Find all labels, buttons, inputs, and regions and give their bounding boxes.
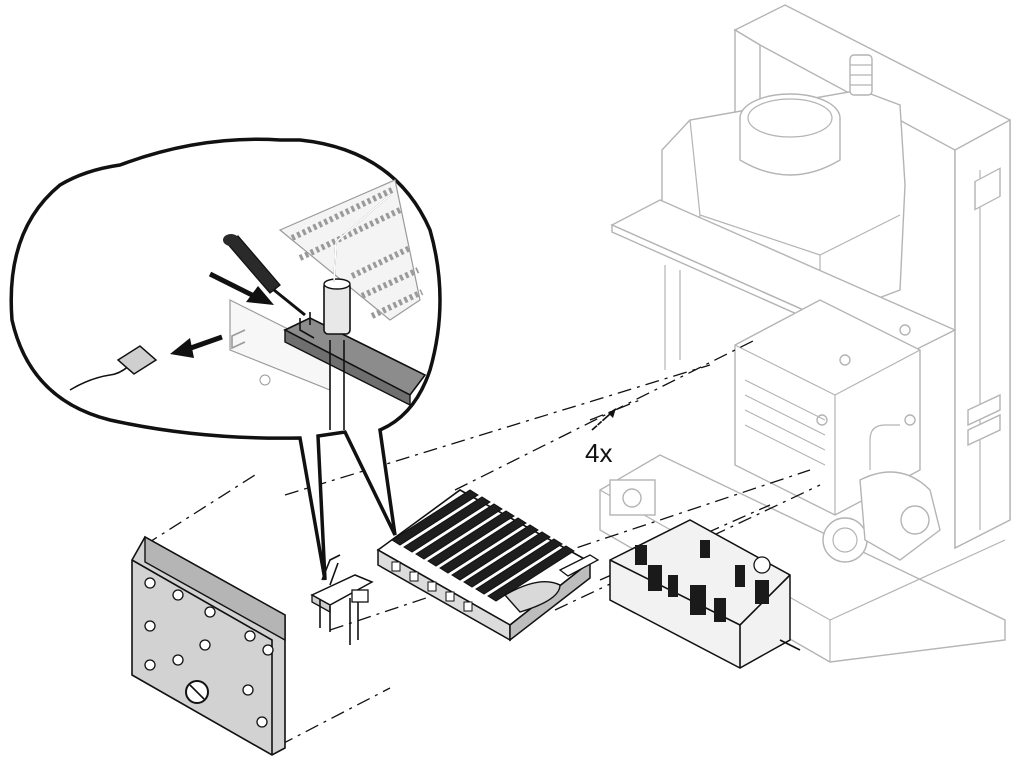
air-vent [849,54,873,96]
pull-direction-arrow-icon [170,334,223,358]
combustion-chamber-front-panel [131,535,286,756]
combustion-chamber [734,299,921,516]
gas-valve [822,424,941,563]
push-direction-arrow-icon [208,271,274,305]
callout-burner-bars [229,179,424,391]
retaining-clip [299,312,315,339]
ignition-cable-plug [69,345,158,391]
boiler-housing [599,4,1011,663]
screw-quantity-label: 4x [585,438,612,468]
control-unit [609,519,801,669]
screw [591,408,616,431]
burner [376,489,600,642]
detail-callout [9,137,442,581]
ignition-electrode [323,194,391,430]
screwdriver-icon [223,234,306,317]
detached-clip-outline [231,329,246,350]
ignition-electrode-block [310,554,374,645]
